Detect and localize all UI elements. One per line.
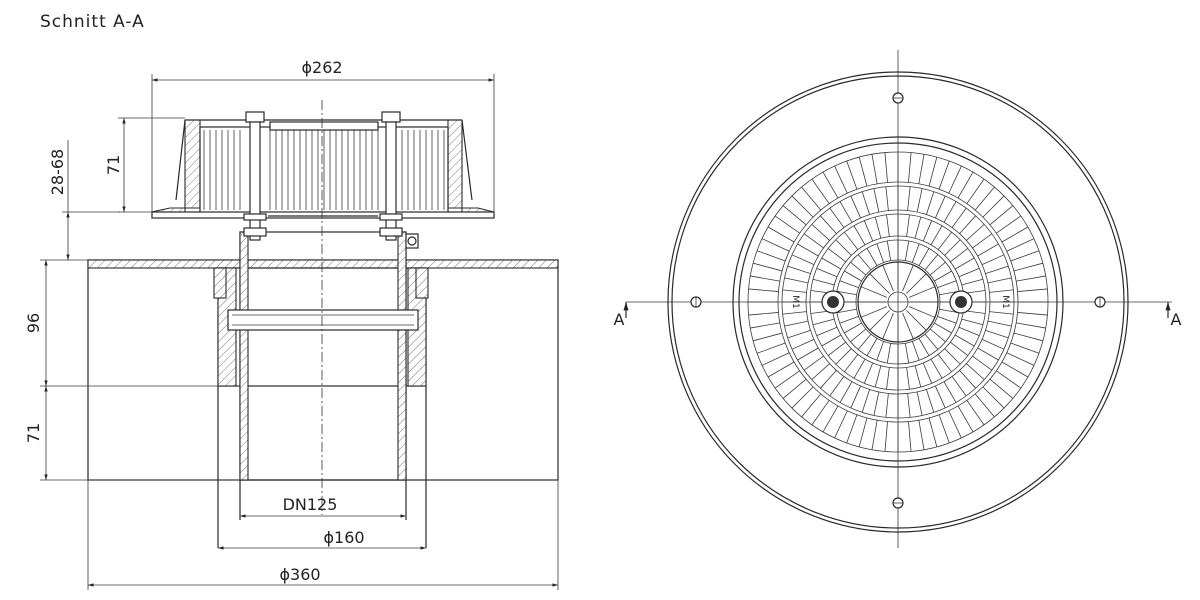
screw-icon [1094, 296, 1106, 308]
bolt-icon [949, 290, 973, 314]
section-mark-left: A [614, 310, 625, 329]
cap-section [151, 111, 495, 241]
screw-icon [892, 497, 904, 509]
dim-adjust-range: 28-68 [48, 149, 67, 196]
dim-pipe-diameter: ϕ160 [323, 528, 364, 547]
cap-rim [732, 136, 1064, 468]
section-view: ϕ262 71 28-68 96 71 DN125 ϕ160 ϕ360 [24, 58, 559, 590]
drain-pipe [239, 231, 407, 481]
dim-pipe-nominal: DN125 [283, 495, 338, 514]
dim-cap-height: 71 [104, 155, 123, 175]
section-mark-right: A [1171, 310, 1182, 329]
grid-label-right: M1 [1000, 295, 1010, 309]
bolt-icon [821, 290, 845, 314]
base-flange [87, 259, 559, 481]
dim-flange-diameter: ϕ360 [279, 565, 320, 584]
screw-icon [690, 296, 702, 308]
flange-ring [667, 71, 1129, 533]
screw-icon [892, 92, 904, 104]
clamp-ring [227, 309, 419, 331]
dim-flange-height: 96 [24, 313, 43, 333]
top-view: A A M1 M1 [614, 50, 1182, 548]
dim-pipe-height: 71 [24, 423, 43, 443]
dim-cap-diameter: ϕ262 [301, 58, 342, 77]
grate-pattern [747, 151, 1049, 453]
grid-label-left: M1 [790, 295, 800, 309]
cap-grille [203, 121, 445, 210]
section-title: Schnitt A-A [40, 12, 145, 32]
